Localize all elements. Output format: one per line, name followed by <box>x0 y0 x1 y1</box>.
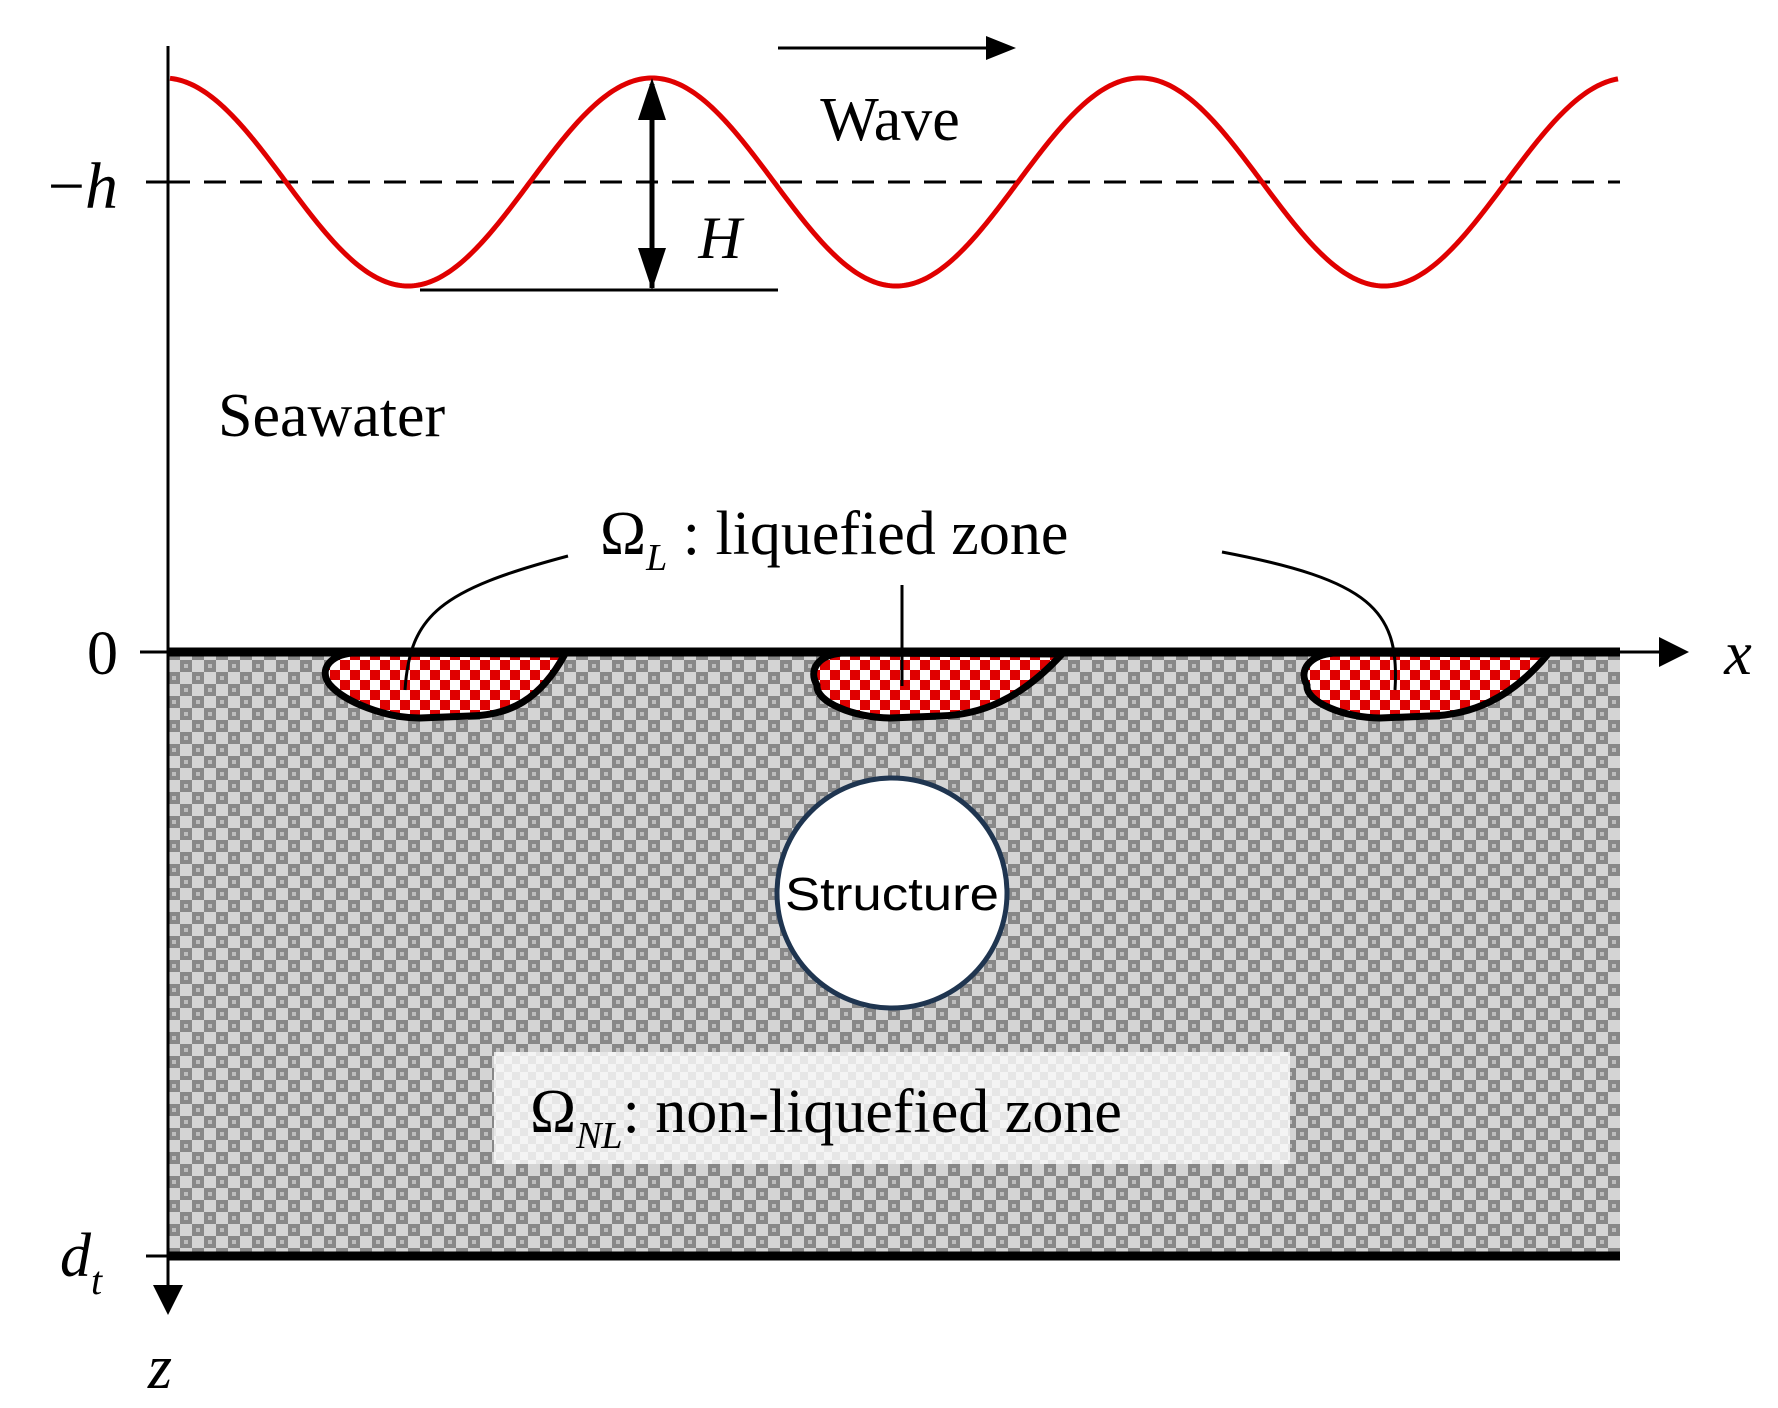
d-symbol: d <box>60 1222 92 1290</box>
leader-line-left <box>403 554 569 691</box>
nonliquefied-zone-text: : non-liquefied zone <box>623 1078 1122 1146</box>
wave-height-arrow-bottom <box>638 248 666 290</box>
seawater-label: Seawater <box>218 382 446 450</box>
omega-nl-subscript: NL <box>575 1115 622 1157</box>
structure-circle <box>774 775 1010 1011</box>
wave-label: Wave <box>820 86 960 154</box>
wave-direction-arrowhead <box>986 36 1016 60</box>
structure-label: Structure <box>785 868 999 920</box>
omega-l-symbol: Ω <box>600 500 646 568</box>
minus-sign: − <box>48 150 85 223</box>
x-axis-label: x <box>1723 620 1752 688</box>
omega-l-subscript: L <box>645 537 667 579</box>
liquefied-zone-1 <box>321 649 569 722</box>
liquefied-zone-label: ΩL : liquefied zone <box>600 500 1068 579</box>
z-axis-label: z <box>147 1334 172 1402</box>
wave-height-arrow-top <box>638 78 666 120</box>
dt-label: dt <box>60 1222 103 1303</box>
h-level-label: −h <box>48 150 118 223</box>
wave-height-label: H <box>697 205 745 271</box>
nonliquefied-zone-label: ΩNL: non-liquefied zone <box>530 1078 1122 1157</box>
nonliquefied-label-box <box>494 1052 1290 1164</box>
liquefied-zone-3 <box>1300 649 1552 722</box>
omega-nl-symbol: Ω <box>530 1078 576 1146</box>
h-symbol: h <box>85 150 118 223</box>
leader-line-right <box>1221 550 1398 691</box>
t-subscript: t <box>91 1258 103 1303</box>
liquefied-zone-2 <box>810 649 1066 722</box>
liquefied-zone-text: : liquefied zone <box>667 500 1068 568</box>
zero-label: 0 <box>87 620 118 688</box>
wave-profile <box>169 75 1619 289</box>
